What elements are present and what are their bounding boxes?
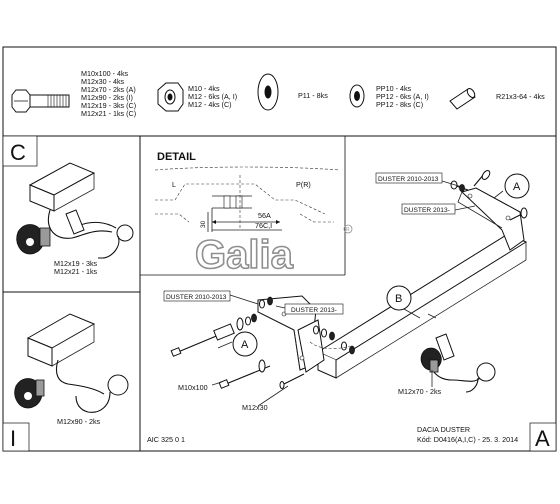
duster-2010-right-tag: DUSTER 2010-2013	[375, 172, 443, 184]
detail-left-label: L	[172, 180, 176, 189]
washer-label: P11 - 8ks	[298, 91, 328, 100]
panel-c-letter: C	[10, 140, 26, 165]
callout-a-top-letter: A	[513, 181, 521, 193]
bolt-list-line: M12x19 - 3ks (C)	[81, 101, 136, 110]
bolt-list-line: M12x30 - 4ks	[81, 77, 125, 86]
panel-c-towbar-drawing	[16, 162, 134, 259]
nut-list: M10 - 4ks M12 - 6ks (A, I) M12 - 4ks (C)	[188, 84, 237, 109]
spring-washer-line: PP12 - 6ks (A, I)	[376, 92, 429, 101]
detail-right-label: P(R)	[296, 180, 311, 189]
duster-2013-right-text: DUSTER 2013-	[404, 207, 450, 214]
bolt-m10x100-label: M10x100	[178, 383, 208, 392]
duster-2013-right-tag: DUSTER 2013-	[401, 203, 456, 215]
bolt-m12x70-label: M12x70 - 2ks	[398, 387, 442, 396]
callout-a-left-letter: A	[241, 339, 249, 351]
svg-text:R: R	[346, 227, 350, 233]
nut-list-line: M12 - 4ks (C)	[188, 100, 232, 109]
corner-letter-box: A	[529, 422, 557, 452]
spring-washer-line: PP10 - 4ks	[376, 84, 412, 93]
panel-c-bolts-line: M12x19 - 3ks	[54, 259, 98, 268]
panel-i-bolts-label: M12x90 - 2ks	[57, 417, 101, 426]
duster-2010-right-text: DUSTER 2010-2013	[378, 176, 439, 183]
duster-2010-left-tag: DUSTER 2010-2013	[163, 290, 231, 302]
callout-b: B	[386, 285, 412, 311]
washer-icon	[257, 73, 279, 111]
spring-washer-line: PP12 - 8ks (C)	[376, 100, 423, 109]
galia-logo-text: Galia	[195, 233, 294, 277]
duster-2010-left-text: DUSTER 2010-2013	[166, 294, 227, 301]
duster-2013-left-text: DUSTER 2013-	[291, 307, 337, 314]
nut-list-line: M10 - 4ks	[188, 84, 220, 93]
detail-vertical-dimension: 30	[200, 220, 207, 228]
sleeve-label: R21x3-64 - 4ks	[496, 92, 545, 101]
bolt-list-line: M12x21 - 1ks (C)	[81, 109, 136, 118]
sheet-border	[2, 46, 557, 452]
callout-b-letter: B	[395, 293, 402, 305]
duster-2013-left-tag: DUSTER 2013-	[284, 303, 344, 315]
panel-c-letter-box: C	[2, 135, 38, 167]
panel-i-letter-box: I	[2, 422, 30, 452]
document-code: Kód: D0416(A,I,C) - 25. 3. 2014	[417, 435, 518, 444]
bolt-list-line: M12x90 - 2ks (I)	[81, 93, 133, 102]
callout-a-left: A	[232, 331, 258, 357]
bolt-icon	[11, 89, 70, 113]
panel-i-letter: I	[10, 426, 16, 451]
nut-icon	[157, 82, 184, 112]
bolt-list-line: M10x100 - 4ks	[81, 69, 129, 78]
detail-title: DETAIL	[157, 151, 196, 163]
sleeve-icon	[449, 88, 476, 110]
galia-logo: Galia R	[194, 224, 353, 278]
right-bracket	[450, 170, 528, 251]
nut-list-line: M12 - 6ks (A, I)	[188, 92, 237, 101]
callout-a-top: A	[504, 173, 530, 199]
left-hardware-group	[170, 296, 355, 389]
detail-bumper-sketch	[154, 166, 341, 232]
corner-letter: A	[535, 426, 550, 451]
detail-label-56a: 56A	[258, 211, 271, 220]
bolt-list-line: M12x70 - 2ks (A)	[81, 85, 136, 94]
bolt-list: M10x100 - 4ks M12x30 - 4ks M12x70 - 2ks …	[81, 69, 136, 118]
vehicle-name: DACIA DUSTER	[417, 425, 470, 434]
panel-i-towbar-drawing	[14, 313, 129, 413]
bolt-m12x30-label: M12x30	[242, 403, 268, 412]
ball-mount	[420, 333, 496, 393]
spring-washer-list: PP10 - 4ks PP12 - 6ks (A, I) PP12 - 8ks …	[376, 84, 429, 109]
spring-washer-icon	[349, 84, 365, 108]
panel-c-bolts-line: M12x21 - 1ks	[54, 267, 98, 276]
detail-label-76c: 76C,I	[255, 221, 272, 230]
drawing-code: AIC 325 0 1	[147, 435, 185, 444]
